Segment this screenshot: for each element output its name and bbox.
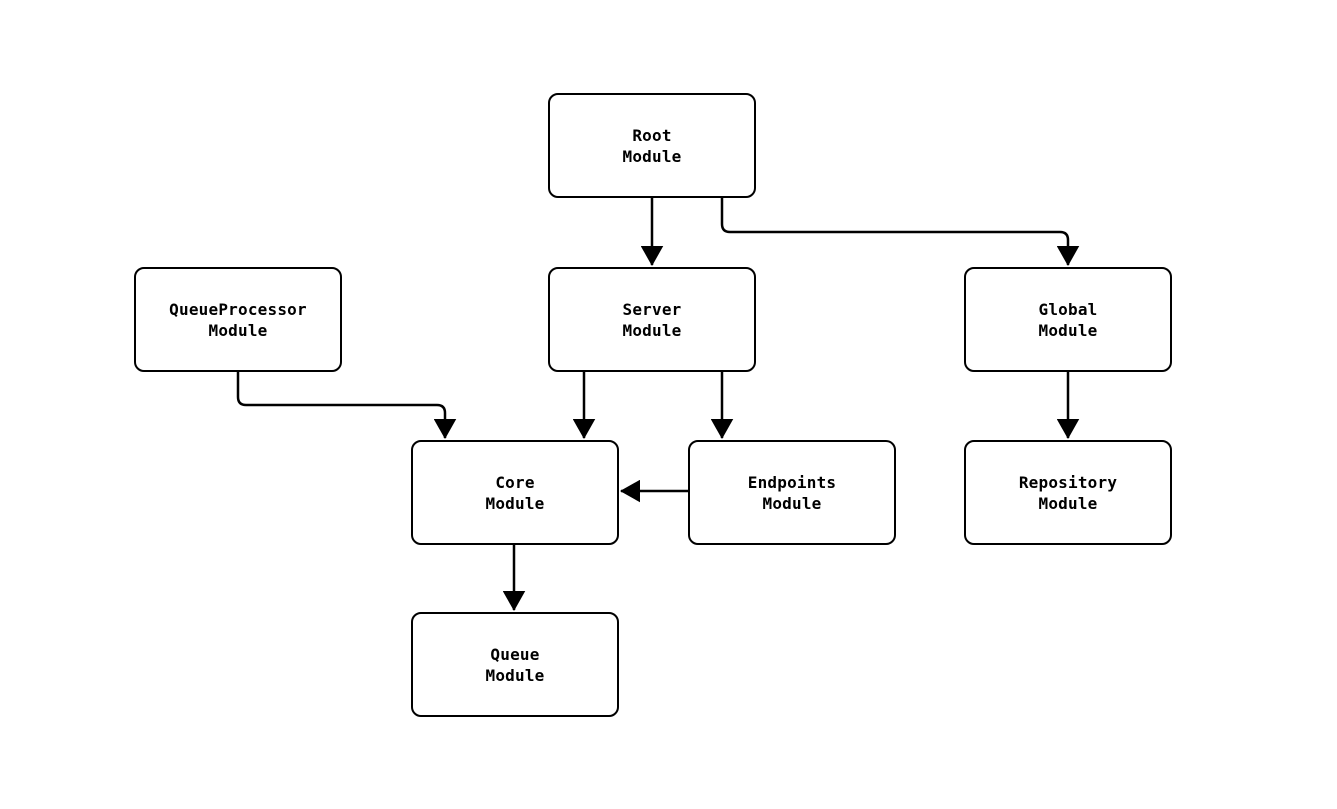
node-queueprocessor-module: QueueProcessor Module — [134, 267, 342, 372]
node-global-module-label: Global Module — [1038, 299, 1098, 340]
node-repository-module: Repository Module — [964, 440, 1172, 545]
node-core-module-label: Core Module — [485, 472, 545, 513]
node-core-module: Core Module — [411, 440, 619, 545]
node-server-module: Server Module — [548, 267, 756, 372]
node-endpoints-module-label: Endpoints Module — [747, 472, 837, 513]
node-server-module-label: Server Module — [622, 299, 682, 340]
node-queue-module-label: Queue Module — [485, 644, 545, 685]
node-repository-module-label: Repository Module — [1018, 472, 1118, 513]
node-root-module-label: Root Module — [622, 125, 682, 166]
node-root-module: Root Module — [548, 93, 756, 198]
node-queue-module: Queue Module — [411, 612, 619, 717]
node-endpoints-module: Endpoints Module — [688, 440, 896, 545]
edge-root-to-global — [720, 198, 1080, 267]
edge-queueprocessor-to-core — [236, 372, 457, 440]
node-global-module: Global Module — [964, 267, 1172, 372]
node-queueprocessor-module-label: QueueProcessor Module — [169, 299, 307, 340]
